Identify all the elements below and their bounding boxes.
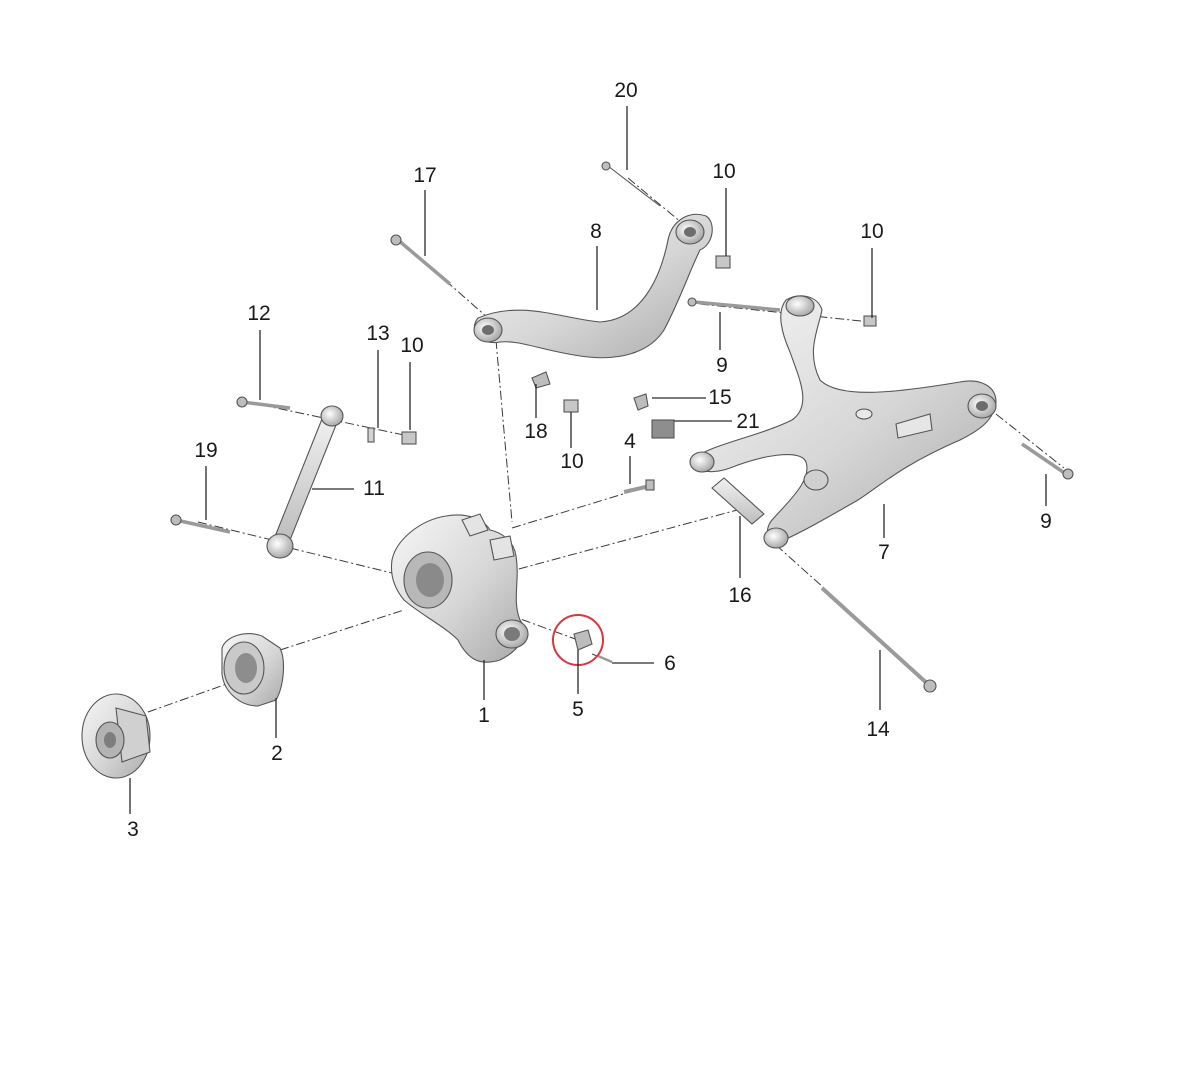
callout-15: 15	[708, 386, 731, 409]
wheel-bearing	[221, 633, 285, 707]
callout-4: 4	[624, 430, 636, 453]
wheel-carrier	[390, 513, 529, 663]
callout-10-top: 10	[712, 160, 735, 183]
callout-18: 18	[524, 420, 547, 443]
wheel-hub	[81, 693, 151, 779]
fasteners	[170, 161, 1074, 693]
callout-10-middle: 10	[560, 450, 583, 473]
callout-6: 6	[664, 652, 676, 675]
upper-control-arm	[473, 213, 713, 359]
callout-11: 11	[363, 477, 385, 500]
callout-12: 12	[247, 302, 270, 325]
callout-10-right: 10	[860, 220, 883, 243]
callout-20: 20	[614, 79, 637, 102]
callout-13: 13	[366, 322, 389, 345]
callout-2: 2	[271, 742, 283, 765]
callout-10-left: 10	[400, 334, 423, 357]
leader-lines	[129, 106, 1047, 814]
callout-19: 19	[194, 439, 217, 462]
callout-21: 21	[736, 410, 759, 433]
callout-labels: 1 2 3 4 5 6 7 8 9 9 10 10 10 10 11 12 13…	[127, 79, 1052, 841]
callout-9-right: 9	[1040, 510, 1052, 533]
lower-control-arm	[689, 295, 997, 549]
callout-17: 17	[413, 164, 436, 187]
callout-9-upper: 9	[716, 354, 728, 377]
callout-3: 3	[127, 818, 139, 841]
callout-14: 14	[866, 718, 890, 741]
toe-link	[266, 405, 344, 559]
callout-16: 16	[728, 584, 751, 607]
callout-8: 8	[590, 220, 602, 243]
callout-7: 7	[878, 541, 890, 564]
callout-1: 1	[478, 704, 490, 727]
callout-5: 5	[572, 698, 584, 721]
